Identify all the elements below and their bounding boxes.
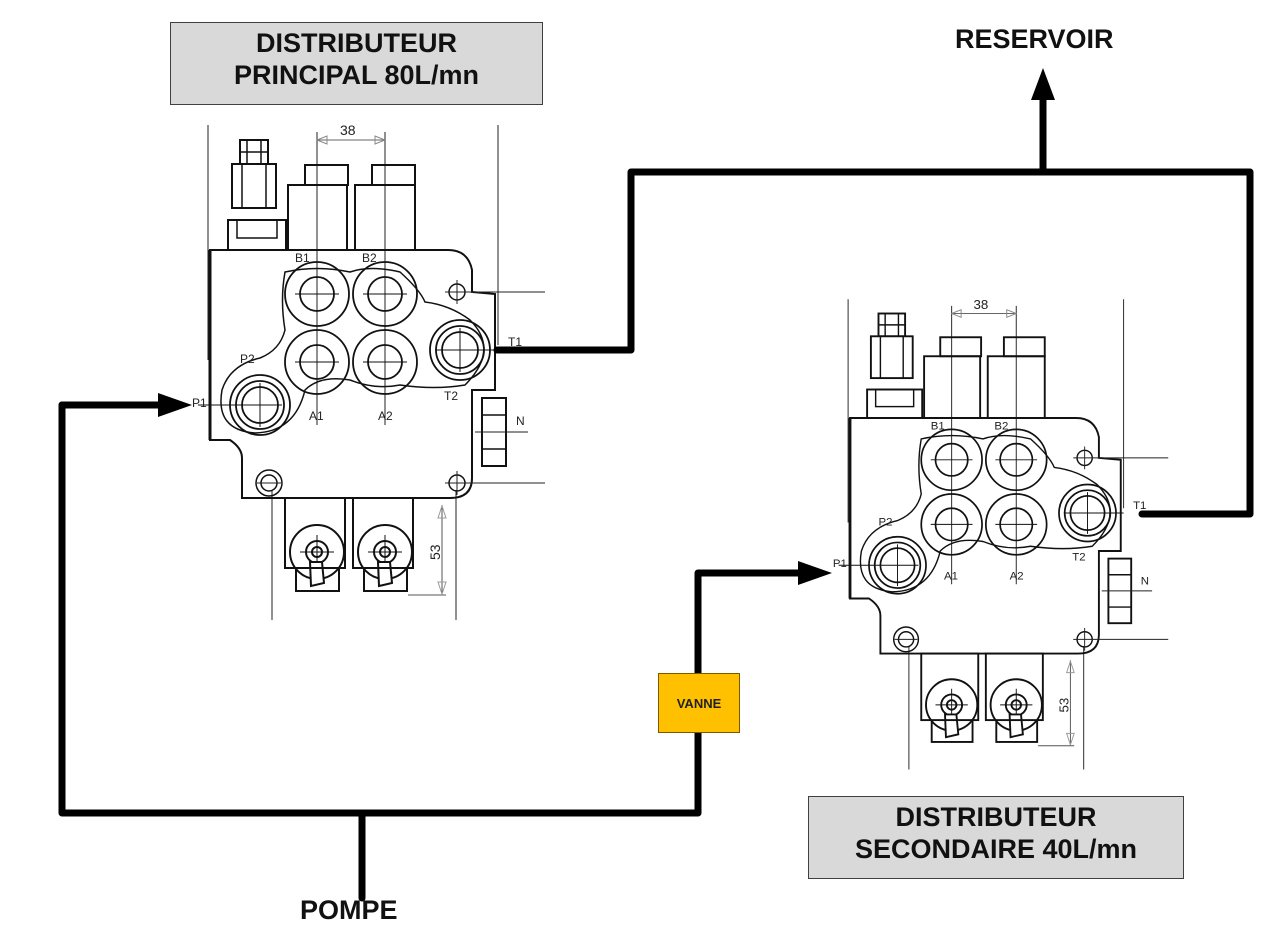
port-label-b2: B2 [362, 251, 377, 265]
arrow-into-primary-p1 [158, 393, 192, 417]
port-label-b2: B2 [994, 420, 1008, 432]
port-label-n: N [516, 414, 525, 428]
port-label-a2: A2 [378, 409, 393, 423]
title-secondary-line2: SECONDAIRE 40L/mn [854, 834, 1138, 864]
valve-vanne[interactable]: VANNE [658, 673, 740, 733]
pump-label: POMPE [300, 895, 398, 925]
valve-secondary: B1 B2 A1 A2 P2 P1 T1 T2 N 38 53 [833, 297, 1170, 771]
title-primary-line1: DISTRIBUTEUR [256, 28, 457, 58]
port-label-a1: A1 [309, 409, 324, 423]
port-label-p2: P2 [879, 516, 893, 528]
title-primary-line2: PRINCIPAL 80L/mn [233, 60, 480, 90]
title-secondary-distributor: DISTRIBUTEUR SECONDAIRE 40L/mn [808, 796, 1184, 879]
arrow-to-reservoir [1031, 68, 1055, 100]
port-label-p1: P1 [833, 558, 847, 570]
reservoir-label: RESERVOIR [955, 24, 1114, 54]
valve-primary: B1 B2 A1 A2 P2 P1 T1 T2 N 38 53 [192, 122, 547, 622]
vanne-label: VANNE [676, 695, 722, 711]
port-label-a1: A1 [944, 571, 958, 583]
dimension-height: 53 [427, 544, 443, 560]
port-label-p1: P1 [192, 396, 207, 410]
return-line [493, 168, 1254, 518]
port-label-p2: P2 [240, 352, 255, 366]
dimension-height: 53 [1057, 698, 1072, 713]
dimension-spacing: 38 [974, 297, 989, 312]
port-label-t2: T2 [1072, 552, 1085, 564]
arrow-into-secondary-p1 [798, 561, 832, 585]
supply-bus-line [58, 401, 804, 817]
port-label-t1: T1 [1133, 500, 1146, 512]
port-label-n: N [1141, 575, 1149, 587]
title-primary-distributor: DISTRIBUTEUR PRINCIPAL 80L/mn [170, 22, 543, 105]
port-label-t2: T2 [444, 389, 458, 403]
dimension-spacing: 38 [340, 122, 356, 138]
port-label-t1: T1 [508, 335, 522, 349]
port-label-b1: B1 [295, 251, 310, 265]
port-label-b1: B1 [931, 420, 945, 432]
title-secondary-line1: DISTRIBUTEUR [895, 802, 1097, 832]
port-label-a2: A2 [1010, 571, 1024, 583]
